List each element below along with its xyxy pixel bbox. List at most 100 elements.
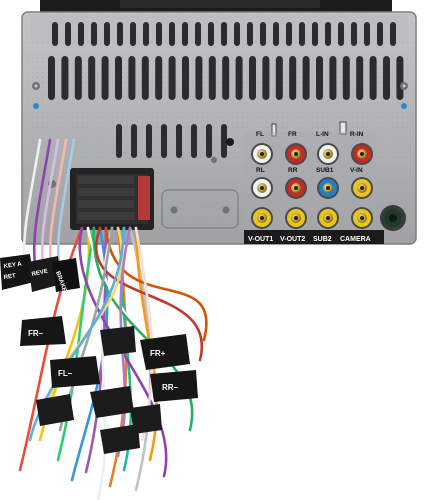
- vent-slot: [356, 56, 364, 100]
- jack-label-v-in: V-IN: [350, 167, 363, 174]
- vent-slot: [195, 22, 201, 46]
- vent-slot: [65, 22, 71, 46]
- rca-jack: [285, 177, 307, 199]
- vent-slot: [273, 22, 279, 46]
- vent-slot: [275, 56, 283, 100]
- harness-connector: [70, 168, 154, 230]
- rca-jack: [351, 177, 373, 199]
- vent-slot: [289, 56, 297, 100]
- vent-slot: [161, 124, 167, 158]
- vent-slot: [104, 22, 110, 46]
- vent-slot: [48, 56, 55, 100]
- wire: [104, 226, 208, 342]
- vent-slots-top: [52, 22, 396, 46]
- vent-slot: [117, 22, 123, 46]
- vent-slot: [168, 56, 176, 100]
- rca-jack: [351, 207, 373, 229]
- vent-slot: [377, 22, 383, 46]
- tag-fr-minus: FR–: [28, 329, 44, 338]
- vent-slot: [221, 124, 227, 158]
- tag-rr-minus: RR–: [162, 383, 179, 392]
- vent-slot: [169, 22, 175, 46]
- tag-fr-plus: FR+: [150, 349, 166, 358]
- vent-slot: [74, 56, 82, 100]
- vent-slot: [364, 22, 370, 46]
- vent-slot: [131, 124, 137, 158]
- vent-slot: [262, 56, 270, 100]
- vent-slot: [234, 22, 240, 46]
- vent-slot: [396, 56, 404, 100]
- tag-ret: RET: [3, 273, 16, 281]
- vent-slot: [91, 22, 97, 46]
- tag-reve: REVE: [31, 269, 48, 278]
- rca-jacks: [251, 143, 373, 229]
- label-camera: CAMERA: [340, 236, 371, 243]
- vent-slot: [338, 22, 344, 46]
- vent-slot: [369, 56, 377, 100]
- vent-slot: [222, 56, 230, 100]
- jack-label-l-in: L-IN: [316, 131, 329, 138]
- vent-slot: [390, 22, 396, 46]
- vent-slot: [383, 56, 390, 100]
- tag-fl-minus: FL–: [58, 369, 73, 378]
- vent-slot: [249, 56, 256, 100]
- vent-slot: [130, 22, 136, 46]
- vent-slot: [182, 22, 188, 46]
- vent-slot: [61, 56, 69, 100]
- wire-tags: KEY A RET REVE BRAKE FR– FR+ FL– RR–: [0, 254, 198, 454]
- vent-slot: [206, 124, 212, 158]
- vent-slots-lower: [116, 124, 227, 158]
- vent-slot: [312, 22, 318, 46]
- jack-label-sub1: SUB1: [316, 167, 334, 174]
- vent-slot: [116, 124, 122, 158]
- rca-jack: [251, 207, 273, 229]
- vent-slot: [195, 56, 203, 100]
- rca-jack: [317, 207, 339, 229]
- camera-port: [380, 205, 406, 231]
- rca-jack: [285, 207, 307, 229]
- rca-jack: [285, 143, 307, 165]
- jack-label-r-in: R-IN: [350, 131, 364, 138]
- wire: [32, 138, 52, 272]
- vent-slot: [101, 56, 109, 100]
- jack-label-fl: FL: [256, 131, 264, 138]
- vent-slot: [302, 56, 310, 100]
- rca-jack: [251, 177, 273, 199]
- top-trim: [40, 0, 392, 14]
- vent-slot: [115, 56, 122, 100]
- vent-slot: [128, 56, 136, 100]
- vent-slot: [182, 56, 189, 100]
- rca-jack: [317, 177, 339, 199]
- label-sub2: SUB2: [313, 236, 332, 243]
- vent-slot: [325, 22, 331, 46]
- rca-jack: [351, 143, 373, 165]
- vent-slot: [235, 56, 243, 100]
- jack-labels: FL FR L-IN R-IN RL RR SUB1 V-IN: [256, 131, 364, 174]
- vent-slot: [329, 56, 337, 100]
- vent-slot: [351, 22, 357, 46]
- jack-label-rr: RR: [288, 167, 298, 174]
- vent-slot: [316, 56, 323, 100]
- label-v-out1: V-OUT1: [248, 236, 273, 243]
- panel-cutouts: [161, 121, 347, 229]
- jack-label-rl: RL: [256, 167, 265, 174]
- vent-slot: [247, 22, 253, 46]
- vent-slots-middle: [48, 56, 404, 100]
- label-v-out2: V-OUT2: [280, 236, 305, 243]
- rca-jack: [251, 143, 273, 165]
- vent-slot: [146, 124, 152, 158]
- vent-slot: [299, 22, 305, 46]
- vent-slot: [286, 22, 292, 46]
- vent-slot: [221, 22, 227, 46]
- bottom-label-bar: V-OUT1 V-OUT2 SUB2 CAMERA: [244, 230, 384, 244]
- vent-slot: [156, 22, 162, 46]
- vent-slot: [176, 124, 182, 158]
- vent-slot: [208, 56, 216, 100]
- vent-slot: [208, 22, 214, 46]
- vent-slot: [88, 56, 96, 100]
- vent-slot: [260, 22, 266, 46]
- vent-slot: [78, 22, 84, 46]
- vent-slot: [342, 56, 350, 100]
- wire: [18, 226, 84, 472]
- jack-label-fr: FR: [288, 131, 297, 138]
